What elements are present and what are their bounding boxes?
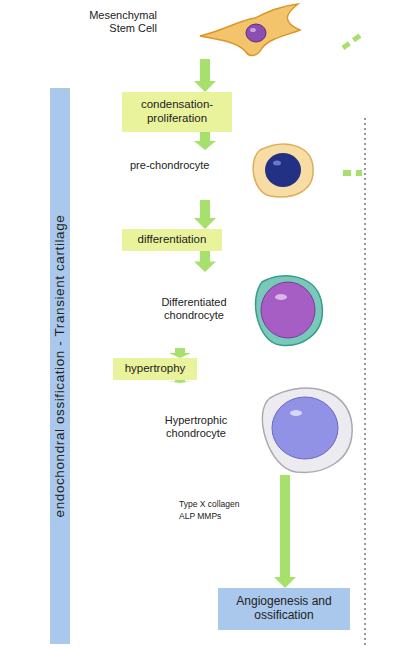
flow-arrow (194, 132, 216, 150)
dashed-branch (343, 34, 362, 48)
cell-node: pre-chondrocyte (130, 150, 315, 200)
node-text: endochondral ossification - Transient ca… (52, 215, 68, 518)
process-label: hypertrophy (113, 358, 197, 380)
hypertrophic-cell-drawing (262, 388, 352, 472)
stage-band: endochondral ossification - Transient ca… (50, 88, 70, 644)
edge-label: Type X collagen ALP MMPs (179, 498, 257, 524)
flow-arrow (194, 251, 216, 272)
chondrocyte-drawing (256, 276, 323, 346)
dashed-branch (343, 170, 362, 176)
node-text: Differentiated chondrocyte (145, 296, 243, 322)
flow-arrow (274, 475, 296, 588)
process-label: condensation-proliferation (122, 92, 232, 132)
node-text: Angiogenesis and ossification (218, 594, 350, 623)
flow-arrow (169, 348, 191, 358)
node-text: pre-chondrocyte (130, 159, 250, 172)
pre-chondrocyte-drawing (253, 144, 313, 197)
flow-arrow (194, 200, 216, 229)
cell-node: Differentiated chondrocyte (145, 272, 325, 348)
flow-arrow (169, 380, 191, 383)
cell-node: Hypertrophic chondrocyte (140, 383, 355, 475)
node-text: Mesenchymal Stem Cell (75, 9, 157, 35)
node-text: condensation-proliferation (122, 98, 232, 126)
divider-line (365, 118, 366, 648)
stem-cell-drawing (200, 4, 300, 55)
node-text: hypertrophy (113, 362, 197, 376)
flow-arrow (194, 59, 216, 92)
cell-node: Mesenchymal Stem Cell (75, 3, 310, 59)
process-label: differentiation (122, 229, 222, 251)
node-text: differentiation (122, 233, 222, 247)
node-text: Hypertrophic chondrocyte (140, 414, 252, 440)
outcome-box: Angiogenesis and ossification (218, 588, 350, 630)
